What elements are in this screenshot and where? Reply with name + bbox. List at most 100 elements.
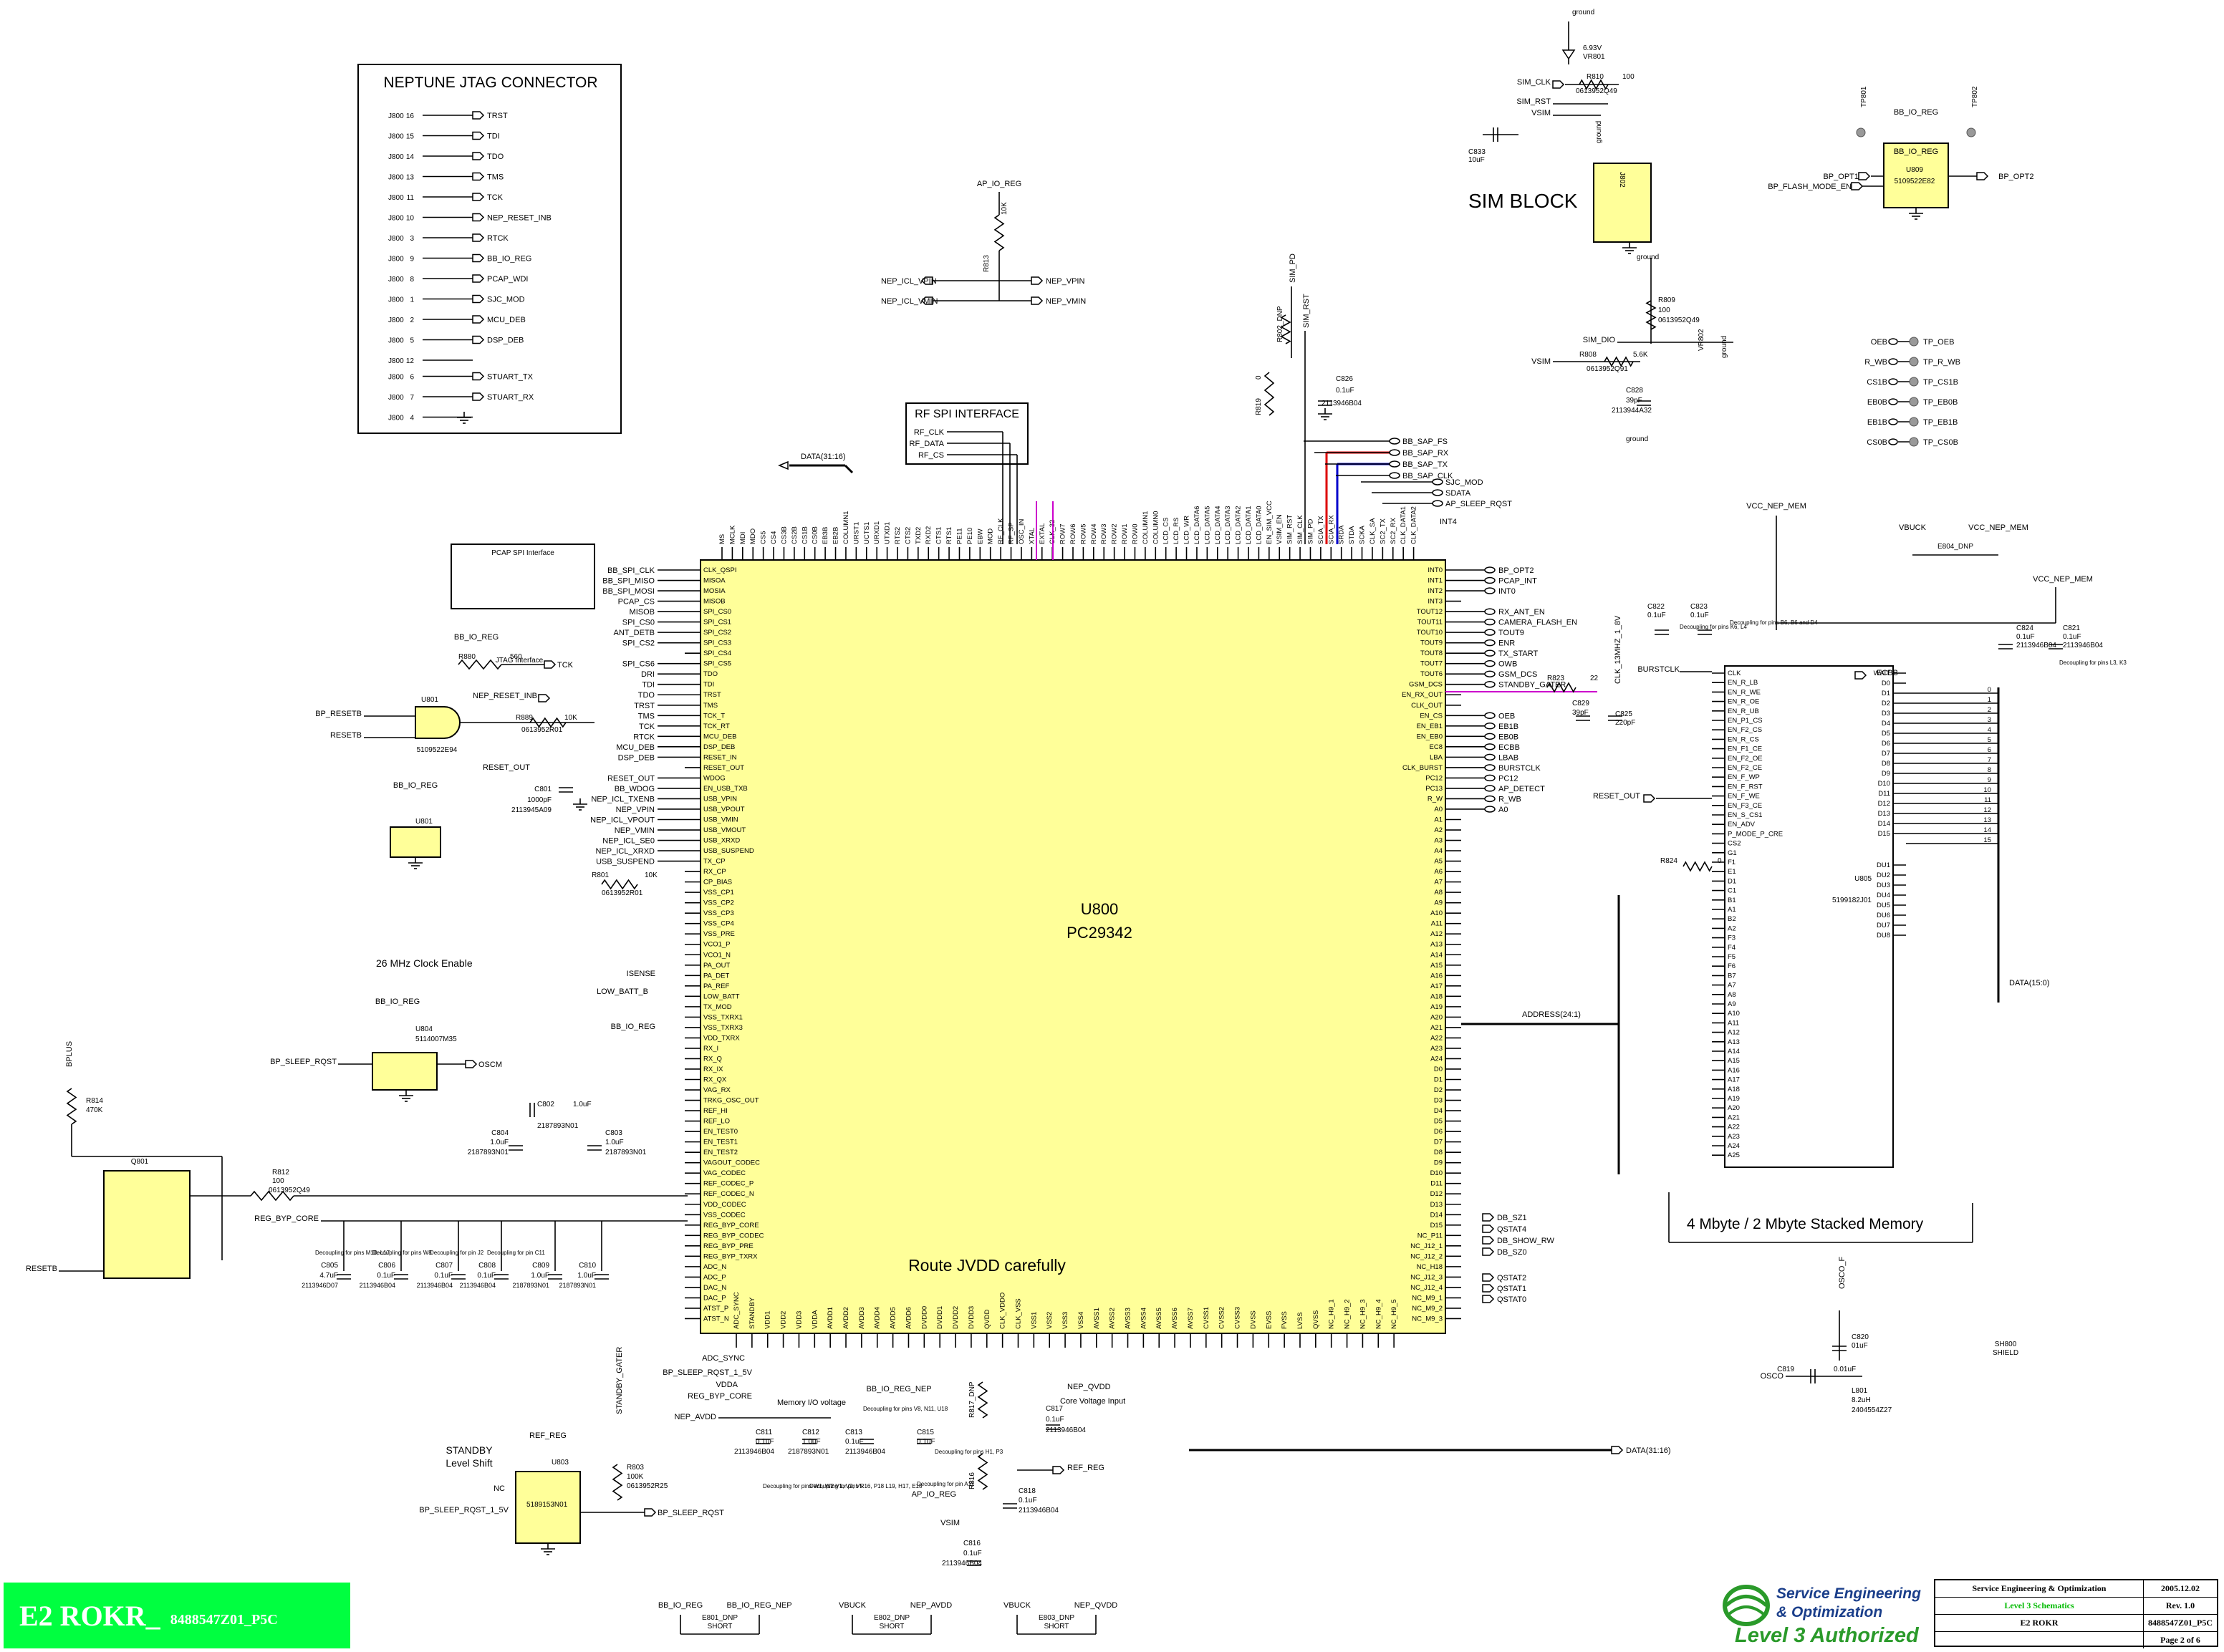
u800-bottom-pin-name: ADC_SYNC <box>733 1292 741 1329</box>
u805-memory-chip <box>1724 665 1894 1168</box>
decoupling-note: Decoupling for pin C11 <box>487 1250 545 1256</box>
rf-spi-box <box>905 402 1029 465</box>
u805-right-pin-name: DU8 <box>1877 932 1890 939</box>
title-date: 2005.12.02 <box>2161 1583 2200 1593</box>
j802-ref: J802 <box>1618 172 1626 188</box>
u800-left-pin-name: EN_TEST2 <box>703 1149 738 1156</box>
u800-top-pin-name: RXD2 <box>925 526 933 544</box>
jtag-connector-box <box>357 64 622 434</box>
r802-ref: R802_DNP <box>1276 306 1284 342</box>
c824-value: 0.1uF <box>2016 633 2035 641</box>
u800-left-pin-name: CLK_QSPI <box>703 566 736 574</box>
u800-top-pin-name: ROW1 <box>1121 524 1129 545</box>
jtag-interface-label: JTAG Interface <box>496 657 544 665</box>
u800-right-net-port <box>1484 618 1496 626</box>
r812-value: 100 <box>272 1177 284 1185</box>
u800-bottom-pin-name: AVSS5 <box>1155 1308 1163 1329</box>
u800-right-pin-name: CLK_OUT <box>1411 702 1443 710</box>
decoupling-value: 1.0uF <box>531 1272 549 1280</box>
u800-left-net-label: TMS <box>638 712 655 720</box>
c824-ref: C824 <box>2016 624 2033 632</box>
decoupling-value: 0.1uF <box>477 1272 496 1280</box>
u800-top-pin-name: PE10 <box>966 528 974 544</box>
r801-pn: 0613952R01 <box>602 889 643 897</box>
u800-right-net-label: PC12 <box>1498 774 1518 783</box>
u805-left-pin-name: A14 <box>1728 1048 1740 1056</box>
jtag-net-label: BB_IO_REG <box>487 255 531 264</box>
u805-right-pin-name: D2 <box>1882 700 1890 707</box>
u804-ref: U804 <box>415 1025 433 1033</box>
u800-top-pin-name: CS1B <box>801 526 809 544</box>
u800-left-pin-name: DSP_DEB <box>703 743 735 751</box>
standby-gater-label: STANDBY_GATER <box>615 1347 624 1414</box>
u800-bottom-pin-name: QVDD <box>983 1309 991 1329</box>
level-shift-note: Level Shift <box>446 1457 492 1469</box>
u805-left-pin-name: A11 <box>1728 1019 1739 1027</box>
c813-ref: C813 <box>845 1429 862 1436</box>
u800-right-net-port <box>1484 753 1496 761</box>
j802-sim-connector <box>1593 163 1652 243</box>
memory-data-bit: 4 <box>1988 726 1991 734</box>
vdda-label: VDDA <box>716 1381 738 1389</box>
u800-right-net-port <box>1484 660 1496 667</box>
memory-data-bit: 15 <box>1983 836 1991 844</box>
u800-top-pin-name: CTS2 <box>904 527 912 544</box>
u800-right-pin-name: TOUT8 <box>1420 649 1443 657</box>
jtag-pin-ref: J800 <box>388 337 404 345</box>
u800-top-pin-name: SCIA_RX <box>1327 515 1335 544</box>
address-bus-label: ADDRESS(24:1) <box>1522 1010 1581 1019</box>
u800-left-pin-name: RX_CP <box>703 868 726 876</box>
jtag-net-label: TDO <box>487 153 504 161</box>
decoupling-pn: 2113946B04 <box>360 1282 395 1289</box>
sim-block-title: SIM BLOCK <box>1468 190 1578 212</box>
c803-pn: 2187893N01 <box>605 1149 647 1156</box>
u805-right-pin-name: D13 <box>1878 810 1890 818</box>
u800-top-pin-name: STDA <box>1348 526 1356 544</box>
vbuck-label: VBUCK <box>1899 523 1927 532</box>
u805-left-pin-name: A19 <box>1728 1095 1740 1103</box>
u805-left-pin-name: EN_R_WE <box>1728 688 1761 696</box>
jtag-net-port <box>472 315 485 324</box>
jtag-net-label: TCK <box>487 193 504 202</box>
test-point-icon <box>1909 417 1919 427</box>
c826-value: 0.1uF <box>1336 387 1354 395</box>
title-org: Service Engineering & Optimization <box>1935 1580 2144 1597</box>
u805-left-pin-name: G1 <box>1728 849 1737 857</box>
decoupling-note-bottom: Decoupling for pins H1, P3 <box>935 1449 1003 1455</box>
u800-top-pin-name: ROW0 <box>1131 524 1139 545</box>
jtag-net-port <box>472 193 485 201</box>
u800-left-pin-name: RX_I <box>703 1045 718 1053</box>
decoupling-note: Decoupling for pins M18, L17 <box>315 1250 390 1256</box>
decoupling-value: 4.7uF <box>319 1272 338 1280</box>
u800-bottom-pin-name: VSS2 <box>1046 1312 1054 1329</box>
u800-bottom-pin-name: VSS1 <box>1030 1312 1038 1329</box>
u800-bottom-pin-name: CLK_VDDO <box>999 1293 1007 1329</box>
u800-top-pin-name: LCD_CS <box>1162 518 1170 545</box>
memory-data-bit: 11 <box>1984 796 1991 804</box>
u800-bottom-pin-name: AVDD6 <box>905 1307 913 1329</box>
u800-left-pin-name: VSS_PRE <box>703 930 735 938</box>
ecbb-port <box>1854 671 1867 680</box>
r813-value: 10K <box>1001 202 1008 215</box>
u800-bottom-pin-name: QVSS <box>1312 1310 1320 1329</box>
bp-flash-mode-port <box>1851 182 1864 190</box>
jtag-net-label: TMS <box>487 173 504 182</box>
memory-io-note: Memory I/O voltage <box>777 1399 846 1407</box>
u800-top-pin-name: ROW3 <box>1100 524 1108 545</box>
r810-value: 100 <box>1622 73 1635 81</box>
u800-left-net-label: BB_SPI_MISO <box>602 577 655 586</box>
u809-bb-io-reg-label: BB_IO_REG <box>1894 148 1938 156</box>
c826-pn: 2113946B04 <box>1322 400 1362 407</box>
bp-opt1-port <box>1858 172 1871 180</box>
u800-left-net-label: TCK <box>639 723 655 731</box>
u801-bb-io-reg: BB_IO_REG <box>393 781 438 790</box>
jtag-net-label: DSP_DEB <box>487 337 524 345</box>
u805-left-pin-name: B2 <box>1728 915 1736 923</box>
u800-left-pin-name: RX_IX <box>703 1066 723 1073</box>
u805-left-pin-name: EN_R_LB <box>1728 679 1758 687</box>
qstat-label: QSTAT2 <box>1497 1274 1526 1283</box>
r889-pn: 0613952R01 <box>521 726 563 734</box>
u800-top-pin-name: MDI <box>739 532 747 544</box>
jtag-pin-ref: J800 <box>388 357 404 365</box>
u800-bottom-pin-name: VSS4 <box>1077 1312 1085 1329</box>
